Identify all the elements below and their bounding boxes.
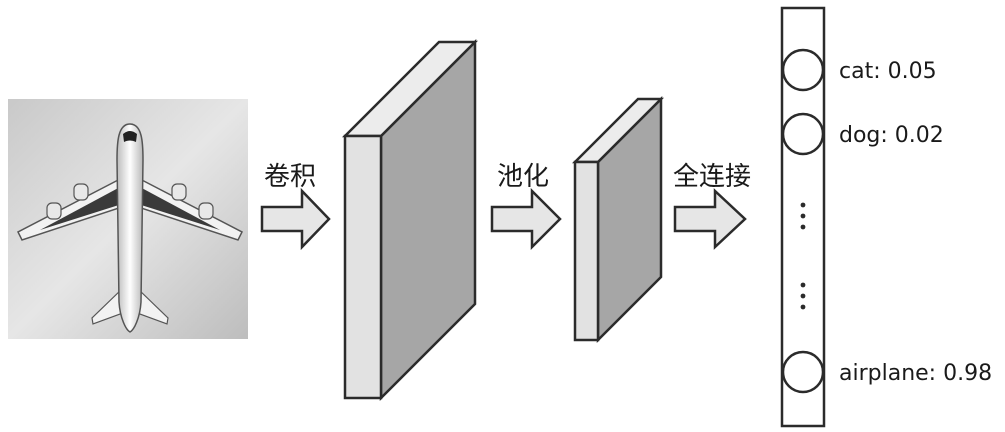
airplane-icon	[16, 123, 244, 333]
pool-feature-block	[571, 95, 665, 344]
output-label-airplane: airplane: 0.98	[839, 361, 992, 386]
output-label-cat: cat: 0.05	[839, 59, 937, 84]
ellipsis-icon	[800, 202, 806, 310]
arrow-right-icon	[490, 187, 562, 251]
stage-label-pooling: 池化	[497, 162, 549, 192]
arrow-right-icon	[673, 188, 747, 250]
stage-label-fully-connected: 全连接	[673, 162, 751, 192]
input-image	[8, 99, 248, 339]
output-node	[781, 350, 825, 394]
conv-feature-block	[341, 38, 479, 402]
output-node	[781, 112, 825, 156]
output-layer	[780, 6, 826, 428]
stage-label-convolution: 卷积	[264, 162, 316, 192]
output-label-dog: dog: 0.02	[839, 123, 944, 148]
output-node	[781, 48, 825, 92]
arrow-right-icon	[260, 187, 331, 251]
